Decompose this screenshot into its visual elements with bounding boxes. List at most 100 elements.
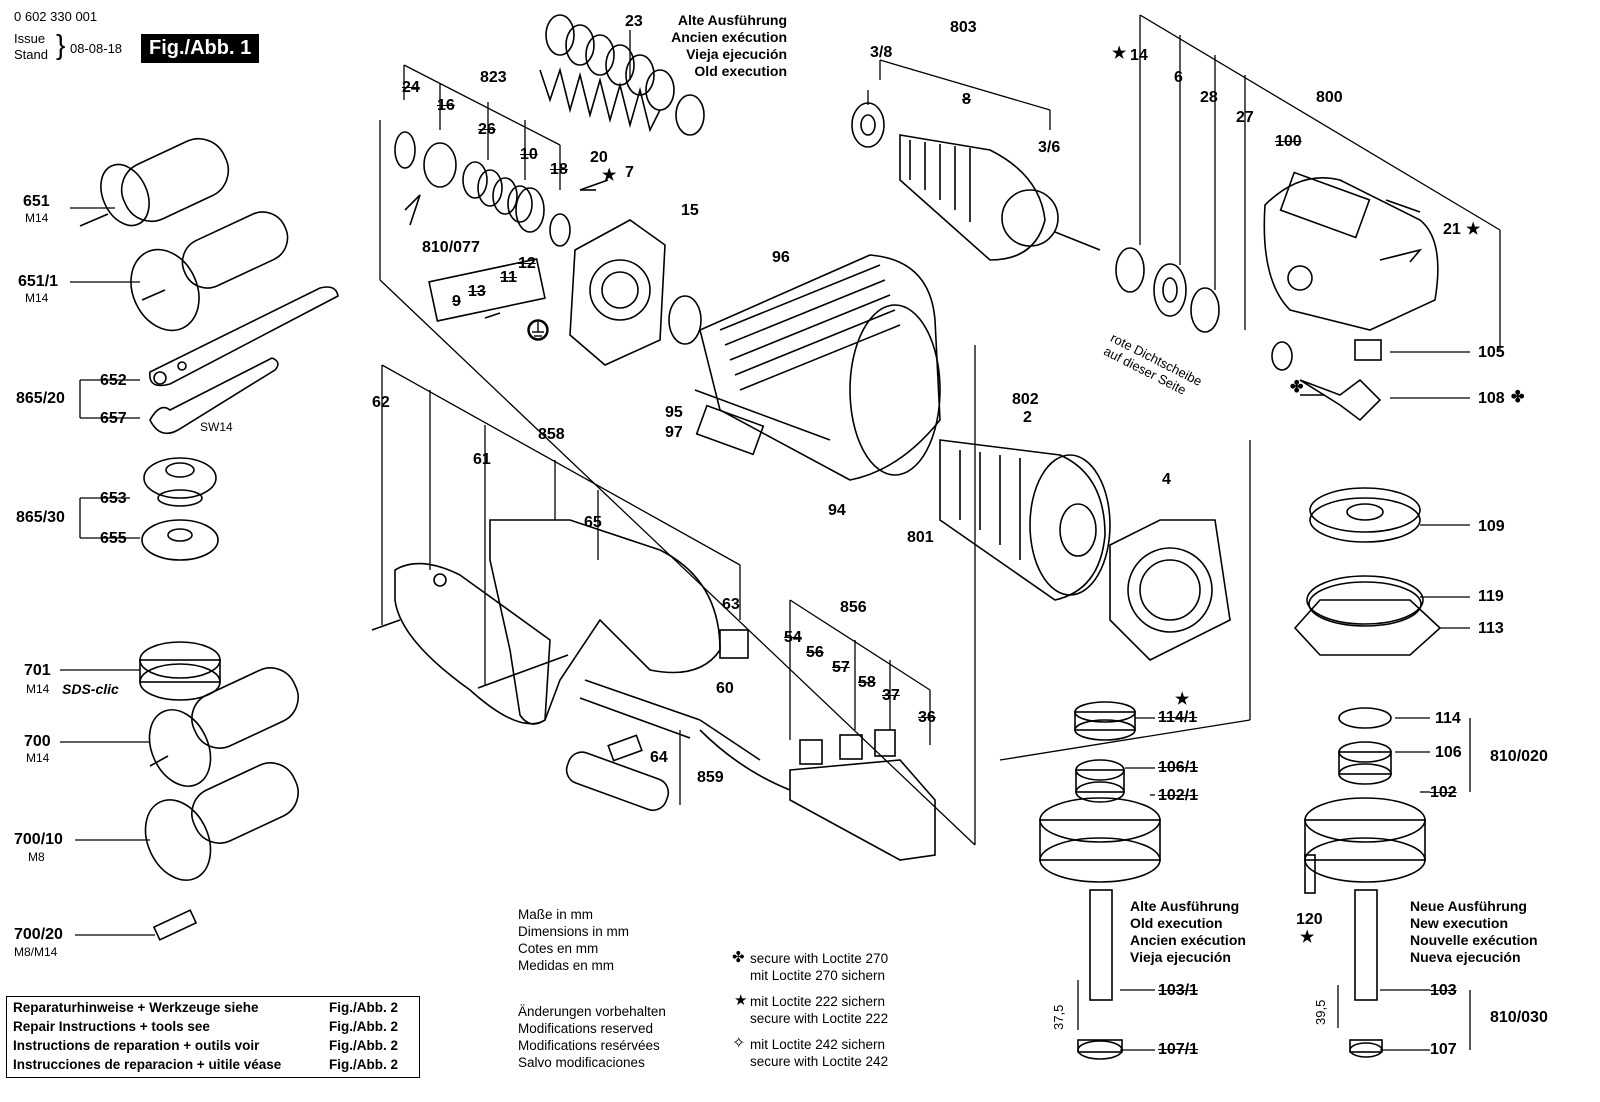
part-label-16: 16: [437, 97, 455, 114]
part-label-26: 26: [478, 121, 496, 138]
handle-700: [148, 667, 299, 787]
part-label-63: 63: [722, 596, 740, 613]
issue-label: Issue: [14, 31, 46, 46]
loctite-270-note: secure with Loctite 270 mit Loctite 270 …: [750, 950, 888, 984]
loctite-242-note: mit Loctite 242 sichern secure with Loct…: [750, 1036, 888, 1070]
part-label-15: 15: [681, 202, 699, 219]
new-exec-de: Neue Ausführung: [1410, 898, 1527, 914]
part-label-700-20: 700/20: [14, 926, 63, 943]
thread-label-m14: M14: [26, 682, 50, 696]
part-label-856: 856: [840, 599, 867, 616]
part-label-865-20: 865/20: [16, 390, 65, 407]
part-label-62: 62: [372, 394, 390, 411]
repair-ref-fr: Fig./Abb. 2: [329, 1038, 398, 1053]
brace-glyph: }: [56, 29, 66, 60]
part-label-108: 108: [1478, 390, 1505, 407]
part-label-11: 11: [500, 269, 517, 286]
part-label-800: 800: [1316, 89, 1343, 106]
part-label-802: 802: [1012, 391, 1039, 408]
part-label-657: 657: [100, 410, 127, 427]
clutch-parts: [394, 131, 571, 247]
wrench-652: [149, 286, 339, 387]
part-label-102: 102: [1430, 784, 1457, 801]
repair-instructions-box: Reparaturhinweise + Werkzeuge siehe Fig.…: [6, 996, 420, 1078]
old-exec-bottom-fr: Ancien exécution: [1130, 932, 1246, 948]
old-exec-top-fr: Ancien exécution: [671, 29, 787, 45]
figure-badge: Fig./Abb. 1: [141, 34, 260, 63]
repair-ref-de: Fig./Abb. 2: [329, 1000, 398, 1015]
part-label-801: 801: [907, 529, 934, 546]
new-exec-es: Nueva ejecución: [1410, 949, 1521, 965]
part-label-54: 54: [784, 629, 802, 646]
armature-803: [851, 102, 1220, 333]
loctite-270-clover-icon: ✤: [1290, 379, 1304, 396]
part-label-859: 859: [697, 769, 724, 786]
part-label-652: 652: [100, 372, 127, 389]
part-label-105: 105: [1478, 344, 1505, 361]
part-label-653: 653: [100, 490, 127, 507]
part-label-97: 97: [665, 424, 683, 441]
screws: [371, 179, 1421, 689]
part-label-6: 6: [1174, 69, 1183, 86]
part-label-14: 14: [1130, 47, 1148, 64]
gear-housing-800: [1263, 171, 1439, 371]
leader-lines: [60, 14, 1501, 1051]
repair-row-es: Instrucciones de reparacion + uitile véa…: [13, 1057, 282, 1072]
part-label-119: 119: [1478, 588, 1504, 605]
motor-housing-96: [694, 254, 941, 481]
part-label-27: 27: [1236, 109, 1254, 126]
loctite-222-star-icon: ★: [1175, 691, 1190, 708]
ground-symbol: [527, 319, 549, 341]
mods-de: Änderungen vorbehalten: [518, 1004, 666, 1019]
old-spring-stack: [539, 14, 705, 136]
part-label-120: 120: [1296, 911, 1323, 928]
mods-fr: Modifications resérvées: [518, 1038, 660, 1053]
handle-housing-858: [394, 519, 749, 725]
issue-date: 08-08-18: [70, 41, 123, 56]
end-flange-4: [1109, 519, 1231, 661]
part-label-823: 823: [480, 69, 507, 86]
handle-651-1: [130, 211, 289, 332]
part-label-107: 107: [1430, 1041, 1457, 1058]
loctite-222-star-icon: ★: [1112, 45, 1127, 62]
handle-700-10: [144, 762, 299, 881]
units-es: Medidas en mm: [518, 958, 615, 973]
old-execution-top-note: Alte Ausführung Ancien exécution Vieja e…: [655, 12, 787, 80]
part-label-96: 96: [772, 249, 790, 266]
wrench-size-sw14: SW14: [200, 420, 233, 434]
part-label-107-1: 107/1: [1158, 1041, 1199, 1058]
new-exec-fr: Nouvelle exécution: [1410, 932, 1538, 948]
thread-label-m8: M8: [28, 850, 45, 864]
units-note: Maße in mm Dimensions in mm Cotes en mm …: [518, 906, 629, 974]
part-label-3-6: 3/6: [1038, 139, 1061, 156]
part-label-65: 65: [584, 514, 602, 531]
loctite-222-note: mit Loctite 222 sichern secure with Loct…: [750, 993, 888, 1027]
part-label-7: 7: [625, 164, 634, 181]
gearing-group: [1293, 378, 1442, 1058]
old-execution-bottom-note: Alte Ausführung Old execution Ancien exé…: [1130, 898, 1246, 966]
loctite-222-star-icon: ★: [734, 992, 748, 1009]
mods-es: Salvo modificaciones: [518, 1055, 645, 1070]
old-exec-bottom-de: Alte Ausführung: [1130, 898, 1240, 914]
part-label-10: 10: [520, 146, 538, 163]
modifications-note: Änderungen vorbehalten Modifications res…: [518, 1003, 666, 1071]
units-de: Maße in mm: [518, 907, 594, 922]
part-label-94: 94: [828, 502, 846, 519]
part-label-95: 95: [665, 404, 683, 421]
repair-ref-es: Fig./Abb. 2: [329, 1057, 398, 1072]
part-label-700-10: 700/10: [14, 831, 63, 848]
loctite-222-star-icon: ★: [1300, 929, 1315, 946]
part-label-3-8: 3/8: [870, 44, 893, 61]
part-label-13: 13: [468, 283, 486, 300]
old-exec-top-en: Old execution: [694, 63, 787, 79]
part-label-12: 12: [518, 255, 536, 272]
loctite-270-clover-icon: ✤: [1511, 389, 1525, 406]
part-label-810-030: 810/030: [1490, 1009, 1548, 1026]
part-label-100: 100: [1275, 133, 1302, 150]
sds-nut-701: [139, 641, 221, 701]
part-label-61: 61: [473, 451, 491, 468]
stud-700-20: [152, 909, 198, 941]
part-label-58: 58: [858, 674, 876, 691]
part-label-103-1: 103/1: [1158, 982, 1199, 999]
part-label-18: 18: [550, 161, 568, 178]
